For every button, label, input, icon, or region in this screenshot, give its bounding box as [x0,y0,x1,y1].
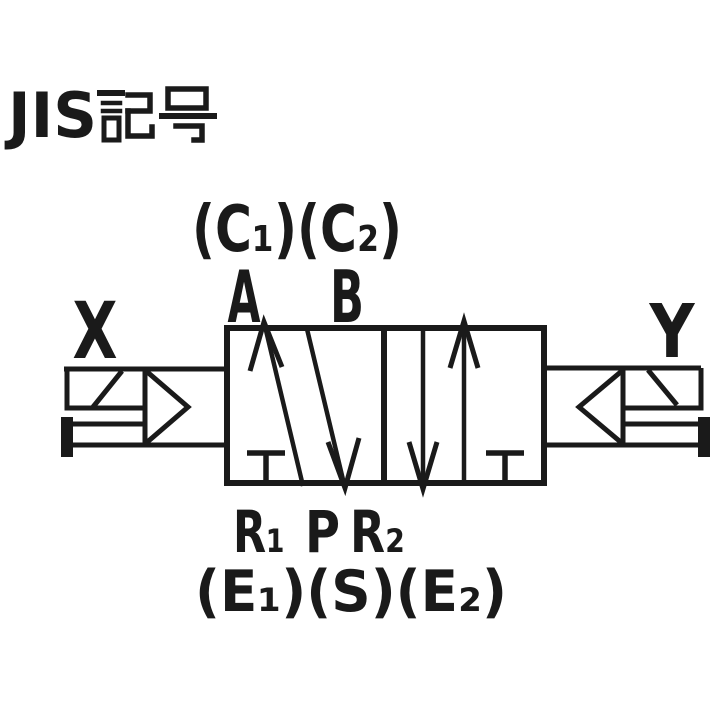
flow-down-arrow-head [406,441,440,498]
label-c1-c2: (C₁)(C₂) [192,193,402,267]
flow-down-arrow-head [325,437,362,497]
pilot-triangle [575,368,625,446]
solenoid-diagonal [646,368,679,407]
flow-up-arrow-shaft [261,321,306,487]
solenoid-box [64,369,145,411]
solenoid-box [623,368,704,411]
pilot-triangle [143,368,192,446]
label-port-r1: R₁ [233,498,285,566]
flow-down-arrow-shaft [304,328,348,489]
label-pilot-x: X [73,287,118,377]
label-pilot-y: Y [649,289,696,375]
blocked-port-left [247,450,285,481]
label-port-p: P [305,498,340,566]
valve-body [224,325,547,486]
title-latin: JIS [4,79,97,152]
title-kanji-glyphs [97,86,217,143]
flow-up-arrow-head [447,312,481,369]
solenoid-diagonal [91,369,124,409]
left-pilot-actuator [61,366,227,457]
label-port-r2: R₂ [350,498,405,566]
right-chamber-flow [406,312,524,498]
right-pilot-actuator [544,365,710,457]
blocked-port-right [486,450,524,481]
end-bar [698,417,710,457]
label-e1-s-e2: (E₁)(S)(E₂) [195,559,507,625]
flow-up-arrow-head [247,314,285,372]
left-chamber-flow [247,314,362,497]
end-bar [61,417,73,457]
